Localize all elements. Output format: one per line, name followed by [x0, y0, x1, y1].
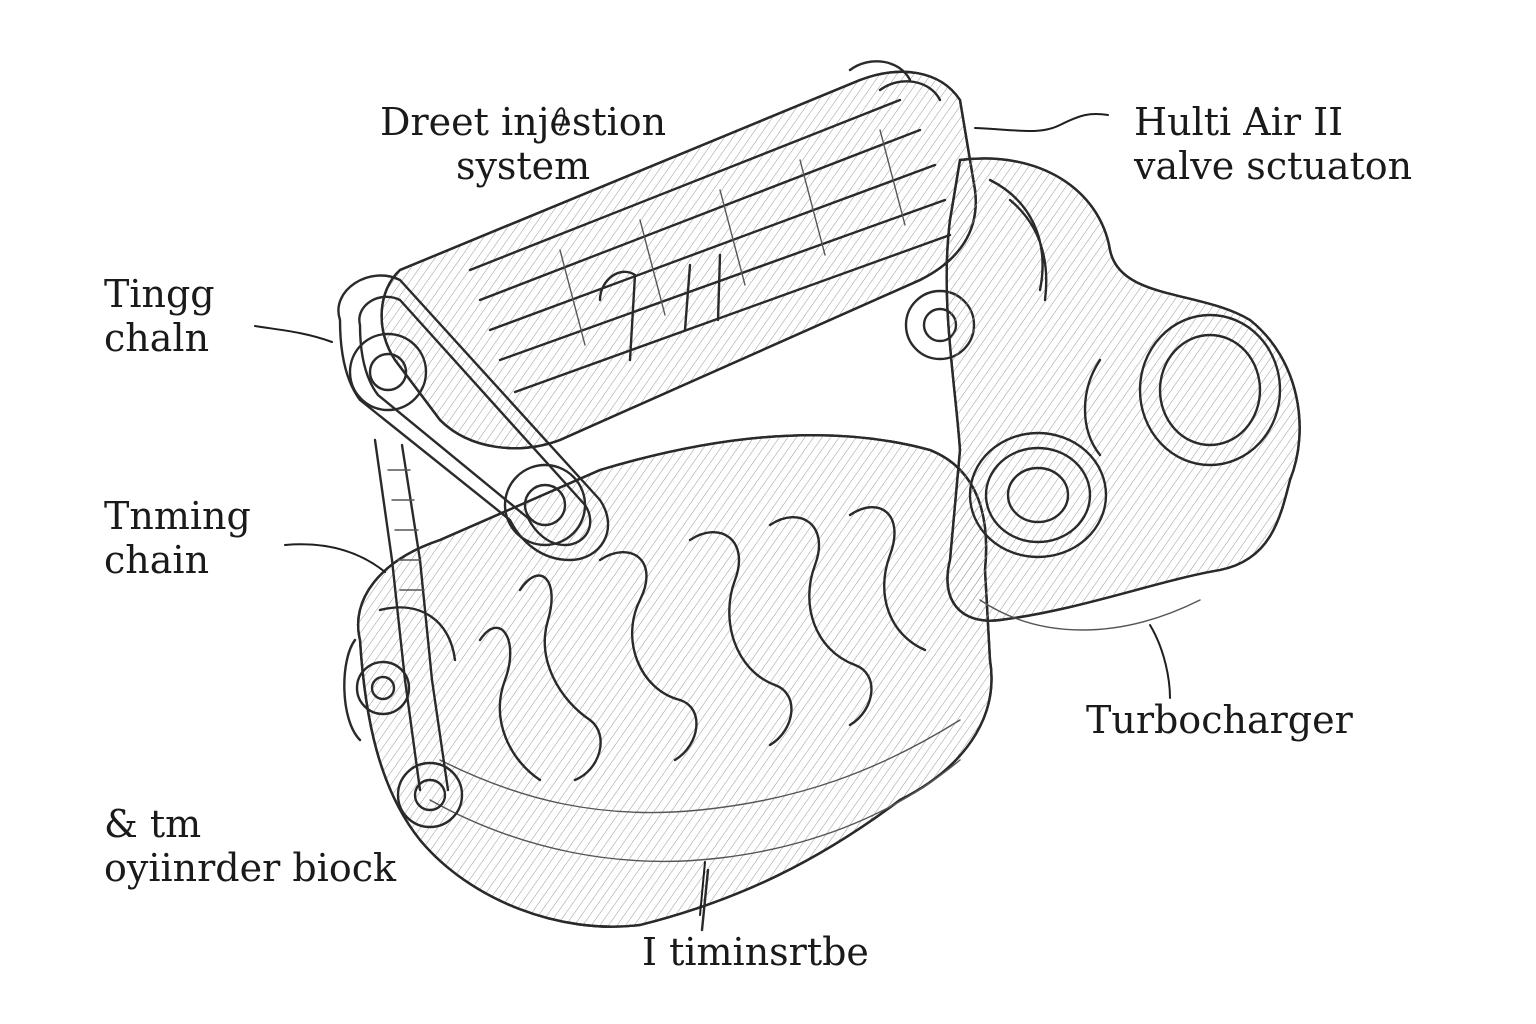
label-line: valve sctuaton: [1134, 144, 1413, 188]
label-line: Hulti Air II: [1134, 100, 1344, 144]
label-line: Tingg: [104, 272, 215, 316]
cylinder-head: [380, 60, 977, 450]
timing-chain: [337, 274, 976, 829]
label-direct-injection: Dreet injestion system: [380, 100, 666, 188]
turbocharger: [945, 157, 1301, 631]
label-ting-chain: Tingg chaln: [104, 272, 215, 360]
label-cylinder-block: & tm oyiinrder biock: [104, 802, 396, 890]
label-line: chain: [104, 538, 210, 582]
label-line: Turbocharger: [1086, 698, 1353, 742]
cylinder-block: [356, 434, 993, 932]
leader-lines: [254, 107, 1171, 916]
label-bottom-part: I timinsrtbe: [642, 930, 869, 974]
label-line: Dreet injestion: [380, 100, 667, 144]
label-line: I timinsrtbe: [642, 930, 869, 974]
label-line: & tm: [104, 802, 202, 846]
label-line: Tnming: [104, 494, 251, 538]
label-turbocharger: Turbocharger: [1086, 698, 1353, 742]
label-line: system: [455, 144, 591, 188]
label-multiair-valve: Hulti Air II valve sctuaton: [1134, 100, 1412, 188]
label-line: chaln: [104, 316, 210, 360]
label-line: oyiinrder biock: [104, 846, 397, 890]
label-timing-chain: Tnming chain: [104, 494, 251, 582]
